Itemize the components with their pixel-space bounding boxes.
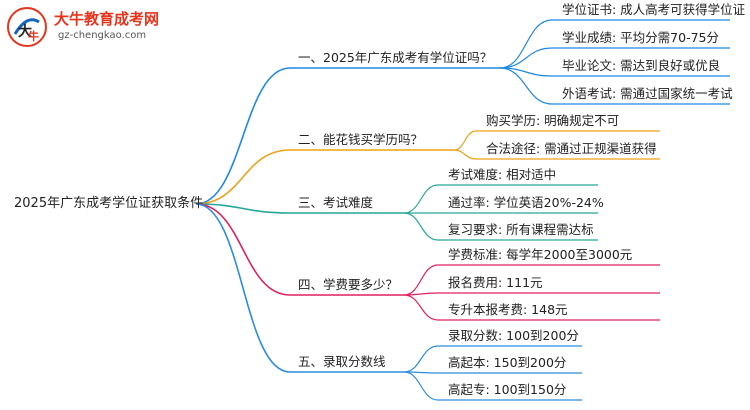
branch-label: 一、2025年广东成考有学位证吗？ (298, 50, 493, 65)
svg-text:大: 大 (18, 23, 32, 40)
leaf-label: 录取分数: 100到200分 (448, 328, 579, 343)
leaf-connector (499, 19, 553, 69)
branch-connector (195, 203, 291, 214)
leaf-label: 高起专: 100到150分 (448, 382, 567, 397)
leaf-label: 通过率: 学位英语20%-24% (448, 195, 604, 210)
branch-label: 五、录取分数线 (298, 354, 386, 369)
branch-label: 二、能花钱买学历吗？ (298, 132, 424, 147)
branch-connector (195, 203, 291, 296)
branch-label: 三、考试难度 (298, 195, 374, 210)
leaf-label: 购买学历: 明确规定不可 (486, 113, 620, 128)
leaf-connector (499, 67, 553, 105)
leaf-connector (403, 345, 439, 373)
branch-label: 四、学费要多少？ (298, 277, 399, 292)
svg-text:牛: 牛 (28, 29, 39, 43)
branch-connector (195, 149, 291, 205)
leaf-connector (403, 294, 439, 321)
leaf-label: 学费标准: 每学年2000至3000元 (448, 247, 633, 262)
leaf-connector (403, 212, 439, 241)
leaf-label: 专升本报考费: 148元 (448, 302, 568, 317)
leaf-connector (403, 371, 439, 401)
leaf-label: 毕业论文: 需达到良好或优良 (562, 58, 721, 73)
leaf-label: 考试难度: 相对适中 (448, 167, 557, 182)
leaf-connector (499, 47, 553, 69)
branch-connector (195, 67, 291, 205)
logo-title: 大牛教育成考网 (54, 10, 160, 28)
leaf-label: 复习要求: 所有课程需达标 (448, 222, 594, 237)
leaf-label: 合法途径: 需通过正规渠道获得 (486, 141, 657, 156)
logo-badge-icon: 大 牛 (7, 7, 47, 47)
branch-connector (195, 203, 291, 373)
leaf-label: 报名费用: 111元 (448, 275, 543, 290)
leaf-connector (403, 184, 439, 214)
leaf-label: 学业成绩: 平均分需70-75分 (562, 30, 720, 45)
leaf-connector (453, 149, 477, 160)
leaf-connector (453, 130, 477, 151)
leaf-label: 学位证书: 成人高考可获得学位证 (562, 2, 746, 17)
root-node: 2025年广东成考学位证获取条件 (14, 196, 204, 211)
logo-url: gz-chengkao.com (58, 30, 147, 41)
site-logo[interactable]: 大 牛 大牛教育成考网 gz-chengkao.com (6, 6, 176, 48)
leaf-label: 外语考试: 需通过国家统一考试 (562, 86, 733, 101)
leaf-label: 高起本: 150到200分 (448, 355, 567, 370)
leaf-connector (403, 264, 439, 296)
